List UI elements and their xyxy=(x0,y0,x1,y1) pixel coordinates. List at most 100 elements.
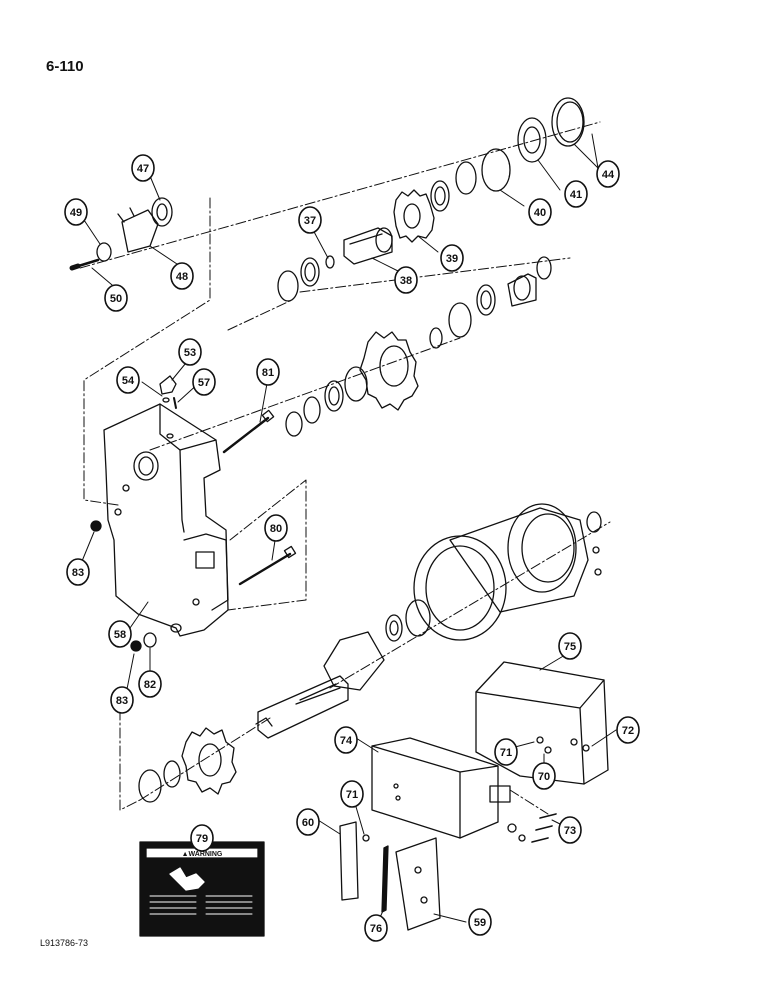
callout-circle xyxy=(364,914,388,942)
callout-circle xyxy=(116,366,140,394)
callout-circle xyxy=(340,780,364,808)
vent-fitting xyxy=(159,375,177,409)
long-bolts xyxy=(222,409,297,586)
callout-c40: 40 xyxy=(528,198,552,226)
callout-c57: 57 xyxy=(192,368,216,396)
upper-shaft-train xyxy=(277,97,585,349)
shield-assembly xyxy=(339,661,609,931)
callout-circle xyxy=(532,762,556,790)
callout-label: 54 xyxy=(122,375,135,387)
callout-c53: 53 xyxy=(178,338,202,366)
callout-c41: 41 xyxy=(564,180,588,208)
callout-label: 71 xyxy=(500,747,512,759)
callout-c60: 60 xyxy=(296,808,320,836)
callout-circle xyxy=(596,160,620,188)
callout-circle xyxy=(138,670,162,698)
callout-label: 53 xyxy=(184,347,196,359)
callout-circle xyxy=(528,198,552,226)
callout-c59: 59 xyxy=(468,908,492,936)
warning-decal: ▲WARNING xyxy=(139,841,265,937)
callout-c82: 82 xyxy=(138,670,162,698)
callout-label: 37 xyxy=(304,215,316,227)
callout-label: 70 xyxy=(538,771,550,783)
callout-label: 74 xyxy=(340,735,353,747)
callout-c50: 50 xyxy=(104,284,128,312)
callout-circle xyxy=(256,358,280,386)
callout-c83a: 83 xyxy=(66,558,90,586)
callout-c76: 76 xyxy=(364,914,388,942)
hub-housing xyxy=(323,503,602,691)
callout-c38: 38 xyxy=(394,266,418,294)
callout-label: 39 xyxy=(446,253,458,265)
callout-circle xyxy=(298,206,322,234)
callout-circle xyxy=(494,738,518,766)
callout-circle xyxy=(558,632,582,660)
callout-label: 83 xyxy=(116,695,128,707)
callout-label: 48 xyxy=(176,271,188,283)
callout-circle xyxy=(558,816,582,844)
callout-c48: 48 xyxy=(170,262,194,290)
callout-circle xyxy=(468,908,492,936)
callout-c70: 70 xyxy=(532,762,556,790)
callout-circle xyxy=(440,244,464,272)
callout-c72: 72 xyxy=(616,716,640,744)
callout-label: 83 xyxy=(72,567,84,579)
callout-label: 76 xyxy=(370,923,382,935)
callout-label: 49 xyxy=(70,207,82,219)
callout-label: 80 xyxy=(270,523,282,535)
callout-label: 79 xyxy=(196,833,208,845)
callout-label: 82 xyxy=(144,679,156,691)
output-shaft xyxy=(138,675,349,803)
callout-circle xyxy=(296,808,320,836)
callout-label: 57 xyxy=(198,377,210,389)
callout-c75: 75 xyxy=(558,632,582,660)
callout-c74: 74 xyxy=(334,726,358,754)
callout-circle xyxy=(64,198,88,226)
assembly-centerlines xyxy=(79,121,611,815)
callout-c47: 47 xyxy=(131,154,155,182)
callout-circle xyxy=(264,514,288,542)
callout-label: 50 xyxy=(110,293,122,305)
figure-code: L913786-73 xyxy=(40,938,89,948)
callout-label: 41 xyxy=(570,189,582,201)
callout-c83b: 83 xyxy=(110,686,134,714)
callout-c80: 80 xyxy=(264,514,288,542)
callout-label: 71 xyxy=(346,789,358,801)
yoke-assembly xyxy=(69,197,173,271)
callout-circle xyxy=(108,620,132,648)
nuts-washers xyxy=(90,520,182,652)
callout-circle xyxy=(190,824,214,852)
callout-c54: 54 xyxy=(116,366,140,394)
callout-c71a: 71 xyxy=(494,738,518,766)
page-number: 6-110 xyxy=(46,58,84,75)
callout-circle xyxy=(616,716,640,744)
callout-label: 44 xyxy=(602,169,615,181)
callout-c79: 79 xyxy=(190,824,214,852)
callout-label: 72 xyxy=(622,725,634,737)
callout-circle xyxy=(394,266,418,294)
callout-c73: 73 xyxy=(558,816,582,844)
callout-label: 81 xyxy=(262,367,274,379)
callout-c44: 44 xyxy=(596,160,620,188)
callout-label: 59 xyxy=(474,917,486,929)
callout-label: 60 xyxy=(302,817,314,829)
callout-label: 58 xyxy=(114,629,126,641)
callout-circle xyxy=(104,284,128,312)
callout-circle xyxy=(170,262,194,290)
callout-bubbles: 47 49 48 50 37 38 39 40 41 44 53 54 57 81 80 83 58 82 83 75… xyxy=(64,154,640,942)
callout-label: 38 xyxy=(400,275,412,287)
callout-circle xyxy=(564,180,588,208)
callout-circle xyxy=(334,726,358,754)
callout-label: 47 xyxy=(137,163,149,175)
callout-circle xyxy=(178,338,202,366)
callout-label: 40 xyxy=(534,207,546,219)
callout-c58: 58 xyxy=(108,620,132,648)
callout-c49: 49 xyxy=(64,198,88,226)
gearbox-housing xyxy=(103,403,229,637)
callout-c37: 37 xyxy=(298,206,322,234)
callout-c71b: 71 xyxy=(340,780,364,808)
callout-c39: 39 xyxy=(440,244,464,272)
callout-label: 73 xyxy=(564,825,576,837)
